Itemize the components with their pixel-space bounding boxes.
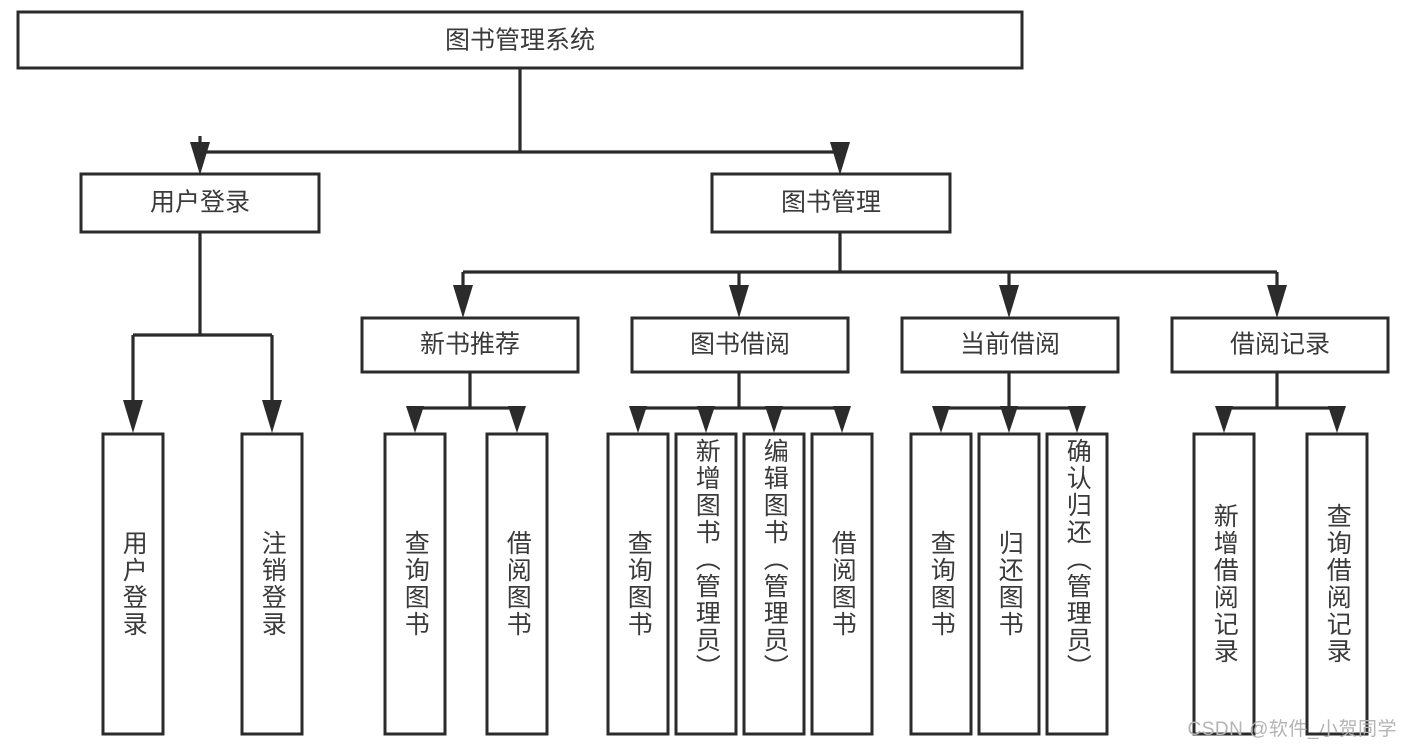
leaf-borrow-book-1-box[interactable] (485, 432, 549, 736)
node-current-borrow-box[interactable] (900, 316, 1120, 374)
leaf-query-book-2-box[interactable] (606, 432, 670, 736)
arrow-to-leaf-borrow-book-1 (508, 406, 526, 433)
node-user-login[interactable]: 用户登录 (79, 172, 321, 234)
leaf-query-record-box[interactable] (1305, 432, 1369, 736)
node-user-login-label: 用户登录 (150, 189, 250, 217)
arrow-to-leaf-query-book-1 (406, 406, 424, 433)
node-user-login-box[interactable] (79, 172, 321, 234)
arrow-root-to-book-manage (830, 142, 850, 175)
node-book-manage-label: 图书管理 (781, 189, 881, 217)
leaf-query-book-1-box[interactable] (383, 432, 447, 736)
arrow-to-leaf-add-record (1215, 406, 1233, 433)
arrow-to-leaf-borrow-book-2 (833, 406, 851, 433)
node-new-book-recommend-label: 新书推荐 (420, 331, 520, 359)
connector-group-user-login (123, 232, 282, 433)
node-root-box[interactable] (16, 10, 1024, 70)
node-root[interactable]: 图书管理系统 (16, 10, 1024, 70)
leaf-boxes (101, 432, 1369, 736)
connector-group-current-borrow (932, 372, 1086, 433)
arrow-to-leaf-logout (262, 400, 282, 433)
arrow-to-leaf-query-record (1328, 406, 1346, 433)
arrow-to-book-borrow (729, 285, 749, 318)
arrow-to-leaf-add-book (697, 406, 715, 433)
arrow-to-leaf-query-book-2 (629, 406, 647, 433)
node-book-borrow-label: 图书借阅 (690, 331, 790, 359)
arrow-to-new-book-recommend (453, 285, 473, 318)
arrow-to-leaf-return-book (1000, 406, 1018, 433)
csdn-watermark: CSDN @软件_小贺同学 (1187, 719, 1397, 740)
leaf-user-login-box[interactable] (101, 432, 165, 736)
connector-group-book-borrow (629, 372, 851, 433)
connector-group-root (190, 68, 850, 175)
node-root-label: 图书管理系统 (445, 27, 595, 55)
node-book-borrow[interactable]: 图书借阅 (630, 316, 850, 374)
node-current-borrow[interactable]: 当前借阅 (900, 316, 1120, 374)
leaf-add-record-box[interactable] (1192, 432, 1256, 736)
connector-group-book-manage (453, 232, 1287, 318)
node-new-book-recommend[interactable]: 新书推荐 (360, 316, 580, 374)
leaf-add-book-box[interactable] (674, 432, 738, 736)
node-borrow-record-label: 借阅记录 (1230, 331, 1330, 359)
arrow-to-borrow-record (1267, 285, 1287, 318)
leaf-borrow-book-2-box[interactable] (810, 432, 874, 736)
node-current-borrow-label: 当前借阅 (960, 331, 1060, 359)
connector-group-new-book-recommend (406, 372, 526, 433)
arrow-to-leaf-edit-book (765, 406, 783, 433)
arrow-to-leaf-user-login (123, 400, 143, 433)
node-book-manage[interactable]: 图书管理 (710, 172, 952, 234)
node-book-borrow-box[interactable] (630, 316, 850, 374)
arrow-to-leaf-confirm-return (1068, 406, 1086, 433)
leaf-query-book-3-box[interactable] (909, 432, 973, 736)
node-new-book-recommend-box[interactable] (360, 316, 580, 374)
arrow-to-current-borrow (999, 285, 1019, 318)
node-borrow-record-box[interactable] (1170, 316, 1390, 374)
connector-group-borrow-record (1215, 372, 1346, 433)
leaf-logout-box[interactable] (240, 432, 304, 736)
node-borrow-record[interactable]: 借阅记录 (1170, 316, 1390, 374)
leaf-confirm-return-box[interactable] (1045, 432, 1109, 736)
leaf-edit-book-box[interactable] (742, 432, 806, 736)
arrow-root-to-user-login (190, 142, 210, 175)
arrow-to-leaf-query-book-3 (932, 406, 950, 433)
leaf-return-book-box[interactable] (977, 432, 1041, 736)
node-book-manage-box[interactable] (710, 172, 952, 234)
